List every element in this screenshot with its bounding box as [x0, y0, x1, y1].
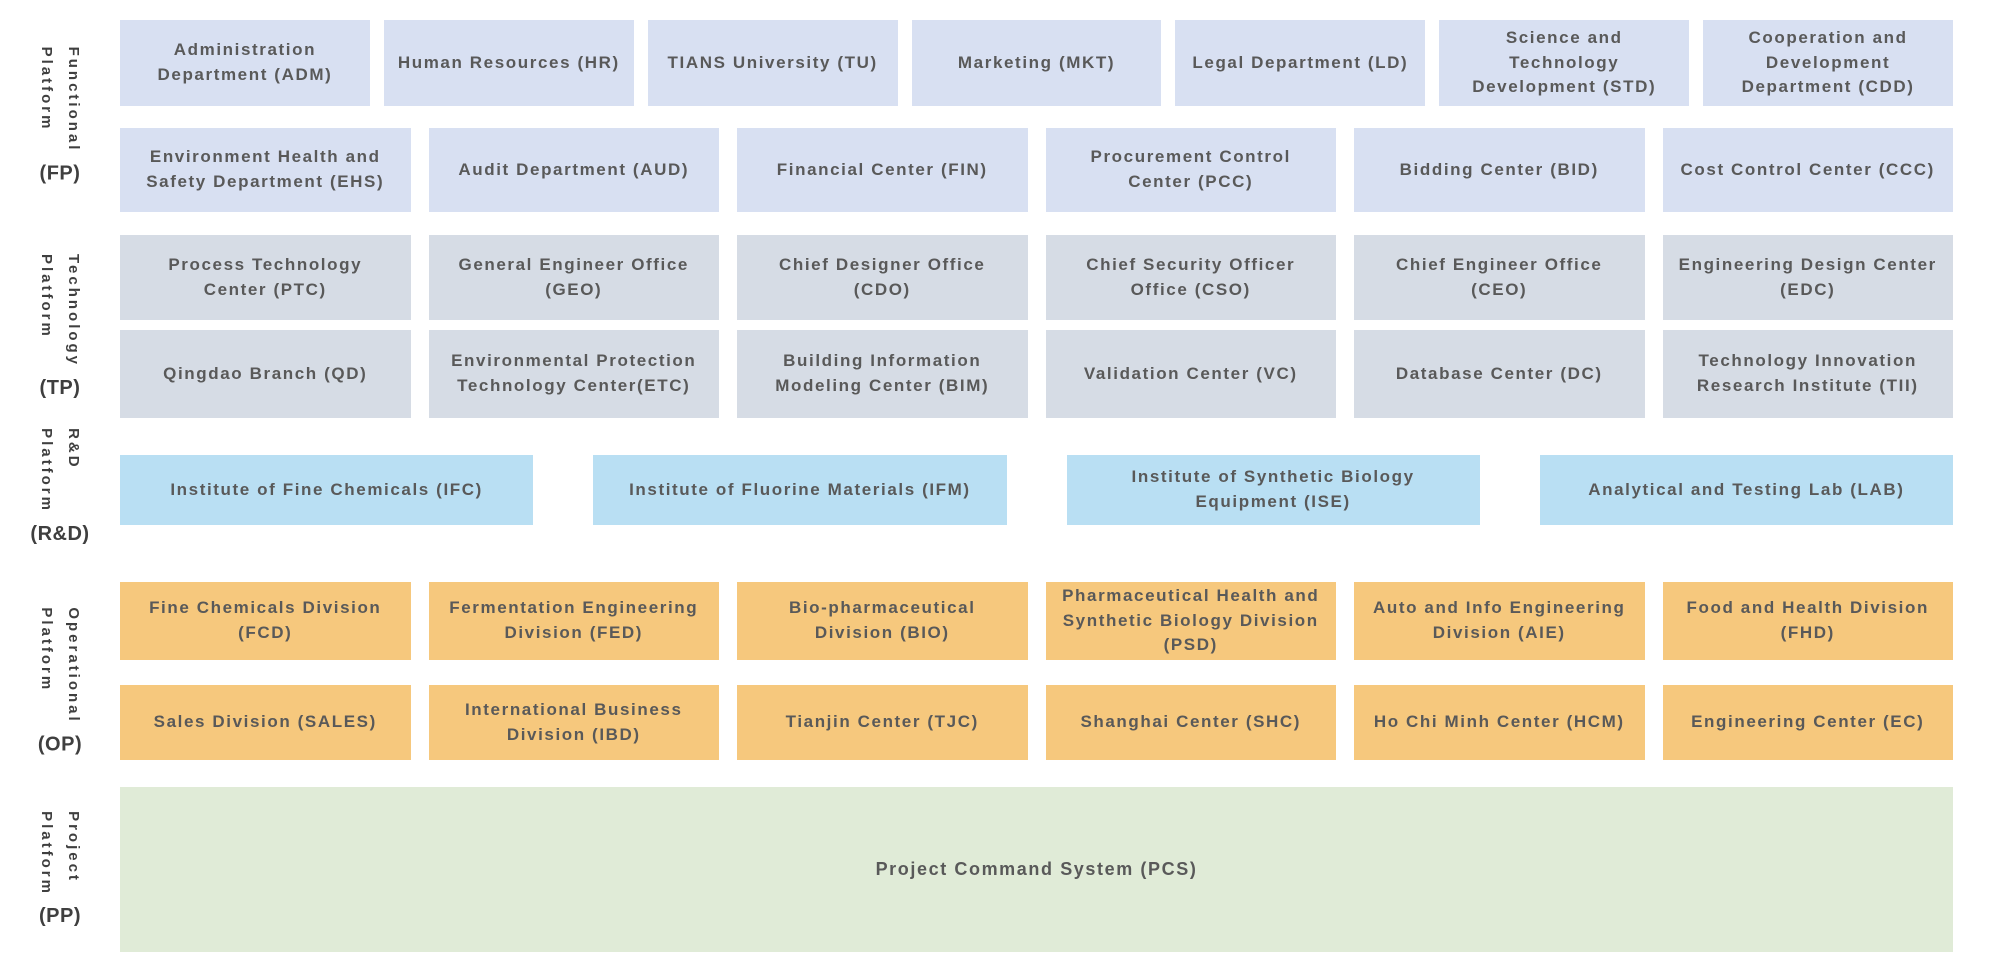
org-box-ise: Institute of Synthetic Biology Equipment… [1066, 455, 1480, 525]
org-box-ccc: Cost Control Center (CCC) [1662, 128, 1953, 212]
platform-abbr-op: (OP) [37, 733, 83, 756]
org-box-aud: Audit Department (AUD) [428, 128, 719, 212]
org-box-std: Science and Technology Development (STD) [1439, 20, 1690, 106]
org-box-qd: Qingdao Branch (QD) [120, 330, 411, 418]
org-box-cdo: Chief Designer Office (CDO) [737, 235, 1028, 320]
platform-label-line: Platform [38, 810, 55, 896]
org-box-bid: Bidding Center (BID) [1354, 128, 1645, 212]
org-box-tjc: Tianjin Center (TJC) [737, 685, 1028, 760]
platform-gutter-rd: R&D Platform (R&D) [0, 428, 120, 545]
platform-label-block-pp: Project Platform (PP) [0, 811, 120, 929]
platform-label-line: Platform [38, 46, 55, 132]
org-box-cdd: Cooperation and Development Department (… [1703, 20, 1954, 106]
org-box-ld: Legal Department (LD) [1175, 20, 1426, 106]
platform-label-tp: Technology Platform [33, 253, 87, 366]
platform-gutter-pp: Project Platform (PP) [0, 787, 120, 952]
org-box-sales: Sales Division (SALES) [120, 685, 411, 760]
platform-label-pp: Project Platform [33, 811, 87, 896]
org-box-shc: Shanghai Center (SHC) [1045, 685, 1336, 760]
org-box-cso: Chief Security Officer Office (CSO) [1045, 235, 1336, 320]
platform-label-block-rd: R&D Platform (R&D) [0, 428, 120, 546]
org-box-bim: Building Information Modeling Center (BI… [737, 330, 1028, 418]
platform-label-line: Operational [65, 606, 82, 724]
platform-label-block-fp: Functional Platform (FP) [0, 47, 120, 186]
org-box-hcm: Ho Chi Minh Center (HCM) [1354, 685, 1645, 760]
org-box-fin: Financial Center (FIN) [737, 128, 1028, 212]
platform-label-op: Operational Platform [33, 607, 87, 723]
org-box-fhd: Food and Health Division (FHD) [1662, 582, 1953, 660]
platform-label-line: Platform [38, 253, 55, 339]
org-box-aie: Auto and Info Engineering Division (AIE) [1354, 582, 1645, 660]
org-box-vc: Validation Center (VC) [1045, 330, 1336, 418]
org-box-adm: Administration Department (ADM) [120, 20, 370, 106]
platform-gutter-tp: Technology Platform (TP) [0, 235, 120, 418]
platform-rows-tp: Process Technology Center (PTC) General … [120, 235, 1953, 418]
platform-label-block-op: Operational Platform (OP) [0, 607, 120, 756]
org-box-pcc: Procurement Control Center (PCC) [1045, 128, 1336, 212]
org-box-fcd: Fine Chemicals Division (FCD) [120, 582, 411, 660]
platform-rows-fp: Administration Department (ADM) Human Re… [120, 20, 1954, 212]
org-box-psd: Pharmaceutical Health and Synthetic Biol… [1045, 582, 1336, 660]
platform-label-line: Technology [65, 253, 82, 367]
op-row-2: Sales Division (SALES) International Bus… [120, 685, 1953, 760]
platform-group-rd: R&D Platform (R&D) Institute of Fine Che… [0, 428, 1953, 545]
org-box-edc: Engineering Design Center (EDC) [1662, 235, 1953, 320]
org-box-ceo: Chief Engineer Office (CEO) [1354, 235, 1645, 320]
org-box-ibd: International Business Division (IBD) [428, 685, 719, 760]
fp-row-1: Administration Department (ADM) Human Re… [120, 20, 1954, 106]
platform-rows-rd: Institute of Fine Chemicals (IFC) Instit… [120, 455, 1953, 525]
platform-group-tp: Technology Platform (TP) Process Technol… [0, 235, 1953, 418]
platform-group-pp: Project Platform (PP) Project Command Sy… [0, 787, 1953, 952]
platform-gutter-fp: Functional Platform (FP) [0, 20, 120, 212]
org-box-hr: Human Resources (HR) [383, 20, 634, 106]
fp-row-2: Environment Health and Safety Department… [120, 128, 1953, 212]
platform-abbr-rd: (R&D) [30, 523, 90, 546]
org-box-dc: Database Center (DC) [1354, 330, 1645, 418]
org-box-ec: Engineering Center (EC) [1662, 685, 1953, 760]
org-box-etc: Environmental Protection Technology Cent… [428, 330, 719, 418]
org-box-ifc: Institute of Fine Chemicals (IFC) [120, 455, 534, 525]
platform-label-line: Functional [65, 46, 82, 153]
platform-abbr-pp: (PP) [39, 905, 81, 928]
platform-label-rd: R&D Platform [33, 428, 87, 513]
platform-label-line: Platform [38, 428, 55, 514]
org-box-ptc: Process Technology Center (PTC) [120, 235, 411, 320]
pp-row-1: Project Command System (PCS) [120, 787, 1953, 952]
platform-label-line: Project [65, 810, 82, 883]
org-box-mkt: Marketing (MKT) [911, 20, 1162, 106]
platform-abbr-tp: (TP) [39, 376, 81, 399]
org-box-fed: Fermentation Engineering Division (FED) [428, 582, 719, 660]
platform-label-line: R&D [65, 428, 82, 470]
org-box-pcs: Project Command System (PCS) [120, 787, 1953, 952]
platform-group-op: Operational Platform (OP) Fine Chemicals… [0, 582, 1953, 760]
org-box-tu: TIANS University (TU) [647, 20, 898, 106]
org-box-ehs: Environment Health and Safety Department… [120, 128, 411, 212]
platform-group-fp: Functional Platform (FP) Administration … [0, 20, 1954, 212]
tp-row-2: Qingdao Branch (QD) Environmental Protec… [120, 330, 1953, 418]
org-box-geo: General Engineer Office (GEO) [428, 235, 719, 320]
org-box-tii: Technology Innovation Research Institute… [1662, 330, 1953, 418]
op-row-1: Fine Chemicals Division (FCD) Fermentati… [120, 582, 1953, 660]
platform-label-block-tp: Technology Platform (TP) [0, 253, 120, 399]
org-box-ifm: Institute of Fluorine Materials (IFM) [593, 455, 1007, 525]
platform-label-fp: Functional Platform [33, 47, 87, 153]
platform-rows-pp: Project Command System (PCS) [120, 787, 1953, 952]
rd-row-1: Institute of Fine Chemicals (IFC) Instit… [120, 455, 1953, 525]
tp-row-1: Process Technology Center (PTC) General … [120, 235, 1953, 320]
platform-label-line: Platform [38, 606, 55, 692]
platform-gutter-op: Operational Platform (OP) [0, 582, 120, 760]
org-box-bio: Bio-pharmaceutical Division (BIO) [737, 582, 1028, 660]
platform-rows-op: Fine Chemicals Division (FCD) Fermentati… [120, 582, 1953, 760]
org-box-lab: Analytical and Testing Lab (LAB) [1539, 455, 1953, 525]
platform-abbr-fp: (FP) [39, 162, 81, 185]
